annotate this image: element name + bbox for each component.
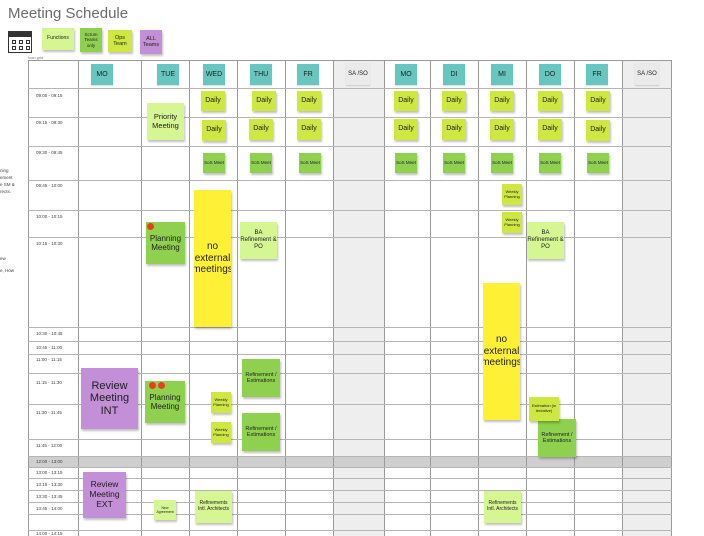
- daily-note[interactable]: Daily: [297, 119, 321, 140]
- daily-note[interactable]: Daily: [538, 91, 562, 111]
- sos-meet-note[interactable]: SoS Meet: [587, 153, 609, 173]
- refinements-architects-note[interactable]: Refinements Intl. Architects: [484, 491, 521, 523]
- time-slot: 12:00 - 13:00: [36, 459, 63, 464]
- schedule-grid: [28, 60, 672, 536]
- planning-meeting-note[interactable]: Planning Meeting: [145, 381, 185, 423]
- red-dot-marker: [149, 382, 156, 389]
- legend-functions[interactable]: Functions: [42, 28, 74, 50]
- refinement-estimations-note[interactable]: Refinement / Estimations: [538, 419, 576, 457]
- calendar-grid-icon: [8, 31, 32, 53]
- legend-all-teams[interactable]: ALL Teams: [140, 30, 162, 54]
- priority-meeting-note[interactable]: Priority Meeting: [147, 103, 184, 140]
- time-slot: 09:00 - 09:15: [36, 93, 63, 98]
- side-note: e, How: [0, 268, 15, 273]
- sos-meet-note[interactable]: SoS Meet: [443, 153, 465, 173]
- daily-note[interactable]: Daily: [490, 119, 514, 140]
- day-header[interactable]: DO: [539, 64, 561, 85]
- daily-note[interactable]: Daily: [252, 91, 276, 111]
- refinements-architects-note[interactable]: Refinements Intl. Architects: [195, 491, 232, 523]
- time-slot: 09:15 - 09:30: [36, 120, 63, 125]
- day-header[interactable]: MI: [491, 64, 513, 85]
- side-note: ning: [0, 168, 9, 173]
- time-slot: 10:15 - 10:30: [36, 241, 63, 246]
- day-header[interactable]: FR: [586, 64, 608, 85]
- side-note: rects.: [0, 189, 12, 194]
- side-note: ew: [0, 256, 6, 261]
- lunch-break-row: [28, 457, 672, 467]
- weekly-planning-note[interactable]: Weekly Planning: [502, 184, 522, 205]
- time-slot: 10:45 - 11:00: [36, 345, 63, 350]
- ba-refinement-note[interactable]: BA Refinement & PO: [527, 222, 564, 259]
- refinement-estimations-note[interactable]: Refinement / Estimations: [242, 359, 280, 397]
- day-header[interactable]: SA /SO: [635, 63, 659, 85]
- legend-ops-team[interactable]: Ops Team: [108, 30, 132, 52]
- day-header[interactable]: DI: [443, 64, 465, 85]
- legend-scrum-teams[interactable]: Scrum Teams only: [80, 28, 102, 52]
- no-external-meetings-note[interactable]: no external meetings: [483, 283, 520, 420]
- time-slot: 10:30 - 10:45: [36, 331, 63, 336]
- daily-note[interactable]: Daily: [249, 119, 273, 140]
- weekly-planning-note[interactable]: Weekly Planning: [502, 212, 522, 233]
- review-meeting-int-note[interactable]: Review Meeting INT: [81, 368, 138, 429]
- time-slot: 09:30 - 09:45: [36, 150, 63, 155]
- day-header[interactable]: MO: [91, 64, 113, 85]
- time-slot: 14:00 - 14:15: [36, 531, 63, 536]
- side-note: ement: [0, 175, 13, 180]
- sos-meet-note[interactable]: SoS Meet: [203, 153, 225, 173]
- new-agreement-note[interactable]: New Agreement: [154, 500, 176, 520]
- sos-meet-note[interactable]: SoS Meet: [395, 153, 417, 173]
- daily-note[interactable]: Daily: [201, 91, 225, 111]
- daily-note[interactable]: Daily: [490, 91, 514, 111]
- daily-note[interactable]: Daily: [538, 119, 562, 140]
- day-header[interactable]: MO: [395, 64, 417, 85]
- time-slot: 11:00 - 11:15: [36, 357, 62, 362]
- time-slot: 09:45 - 10:00: [36, 183, 63, 188]
- daily-note[interactable]: Daily: [442, 119, 466, 140]
- no-external-meetings-note[interactable]: no external meetings: [194, 190, 231, 327]
- day-header[interactable]: FR: [297, 64, 319, 85]
- daily-note[interactable]: Daily: [394, 91, 418, 111]
- estimation-tentative-note[interactable]: Estimation (in tentative): [529, 397, 559, 421]
- daily-note[interactable]: Daily: [297, 91, 321, 111]
- time-slot: 13:00 - 13:15: [36, 470, 63, 475]
- red-dot-marker: [147, 223, 154, 230]
- day-header[interactable]: THU: [250, 64, 272, 85]
- time-slot: 13:45 - 14:00: [36, 506, 63, 511]
- weekly-planning-note[interactable]: Weekly Planning: [211, 422, 231, 443]
- sos-meet-note[interactable]: SoS Meet: [491, 153, 513, 173]
- weekly-planning-note[interactable]: Weekly Planning: [211, 392, 231, 413]
- day-header[interactable]: SA /SO: [346, 63, 370, 85]
- sos-meet-note[interactable]: SoS Meet: [539, 153, 561, 173]
- day-header[interactable]: TUE: [157, 64, 179, 85]
- page-title: Meeting Schedule: [8, 5, 129, 22]
- side-note: e SM &: [0, 182, 15, 187]
- red-dot-marker: [158, 382, 165, 389]
- sos-meet-note[interactable]: SoS Meet: [299, 153, 321, 173]
- daily-note[interactable]: Daily: [394, 119, 418, 140]
- daily-note[interactable]: Daily: [442, 91, 466, 111]
- daily-note[interactable]: Daily: [586, 91, 610, 111]
- time-slot: 10:00 - 10:15: [36, 214, 63, 219]
- time-slot: 11:45 - 12:00: [36, 443, 63, 448]
- sos-meet-note[interactable]: SoS Meet: [250, 153, 272, 173]
- time-slot: 13:30 - 13:45: [36, 494, 63, 499]
- daily-note[interactable]: Daily: [202, 120, 226, 141]
- time-slot: 11:15 - 11:30: [36, 380, 62, 385]
- time-slot: 13:15 - 13:30: [36, 482, 63, 487]
- ba-refinement-note[interactable]: BA Refinement & PO: [240, 222, 277, 259]
- day-header[interactable]: WED: [203, 64, 225, 85]
- review-meeting-ext-note[interactable]: Review Meeting EXT: [83, 472, 126, 518]
- legend-sublabel: Icon grid: [28, 55, 44, 60]
- time-slot: 11:30 - 11:45: [36, 410, 62, 415]
- daily-note[interactable]: Daily: [586, 120, 610, 141]
- refinement-estimations-note[interactable]: Refinement / Estimations: [242, 413, 280, 451]
